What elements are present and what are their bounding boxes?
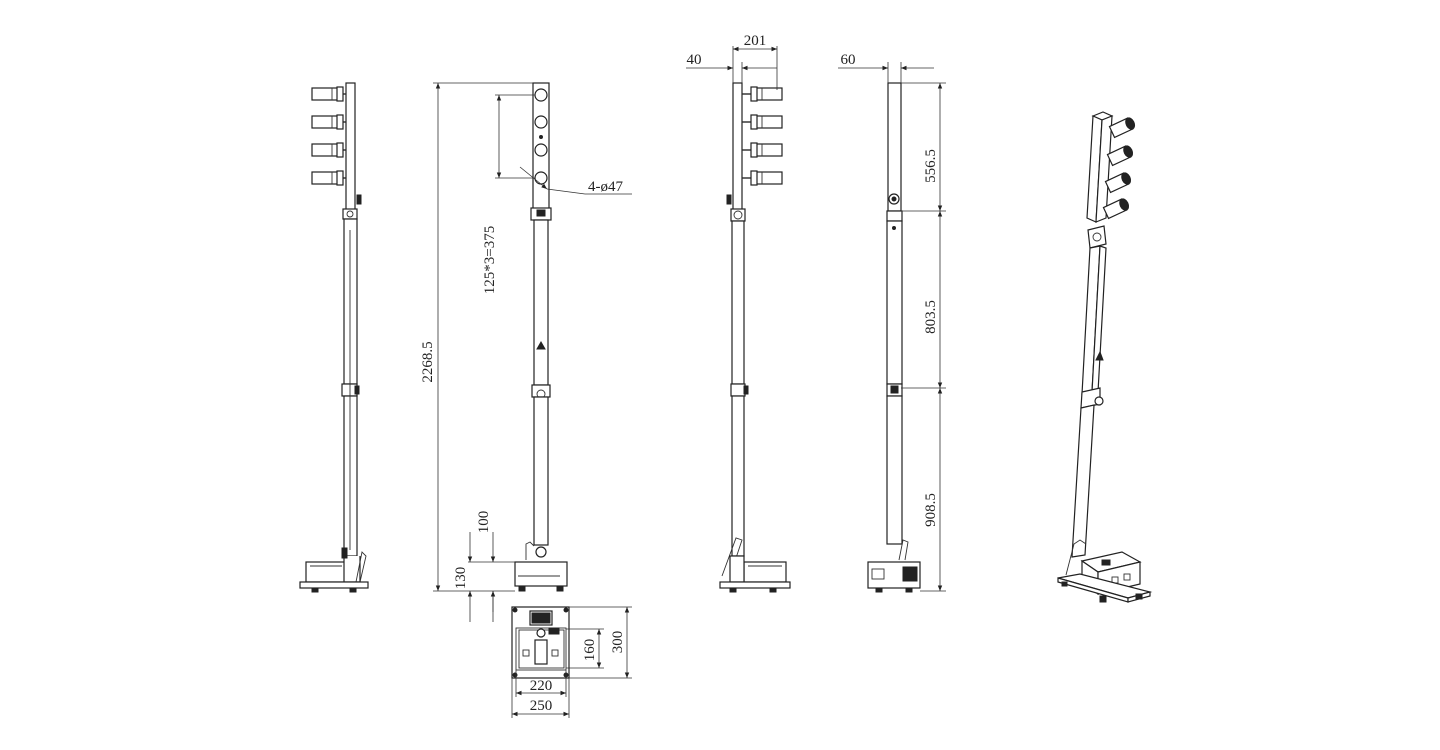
dim-base-inner-depth: 160 (582, 639, 598, 662)
dim-lamp-holes: 4-ø47 (588, 179, 623, 195)
dim-lamp-spacing: 125*3=375 (482, 226, 498, 294)
side-view-right: 201 40 (686, 33, 791, 593)
dim-pole-width: 60 (841, 52, 856, 68)
front-view: 2268.5 125*3=375 4-ø47 100 130 (420, 82, 632, 622)
dim-base-width: 250 (530, 698, 553, 714)
dim-base-depth: 300 (610, 631, 626, 654)
dim-total-height: 2268.5 (420, 341, 436, 382)
dim-base-inner-width: 220 (530, 678, 553, 694)
dim-mid-section: 803.5 (923, 300, 939, 334)
dim-top-section: 556.5 (923, 149, 939, 183)
dim-pole-offset: 40 (687, 52, 702, 68)
dim-base-height: 130 (453, 567, 469, 590)
back-view: 60 556.5 803.5 908.5 (838, 52, 946, 593)
dim-base-clearance: 100 (476, 511, 492, 534)
isometric-view (1057, 111, 1153, 603)
base-top-view: 300 160 220 250 (511, 606, 632, 718)
dim-bottom-section: 908.5 (923, 493, 939, 527)
lamp-arm (311, 86, 346, 102)
dim-lamp-reach: 201 (744, 33, 767, 49)
side-view-left (299, 82, 369, 593)
